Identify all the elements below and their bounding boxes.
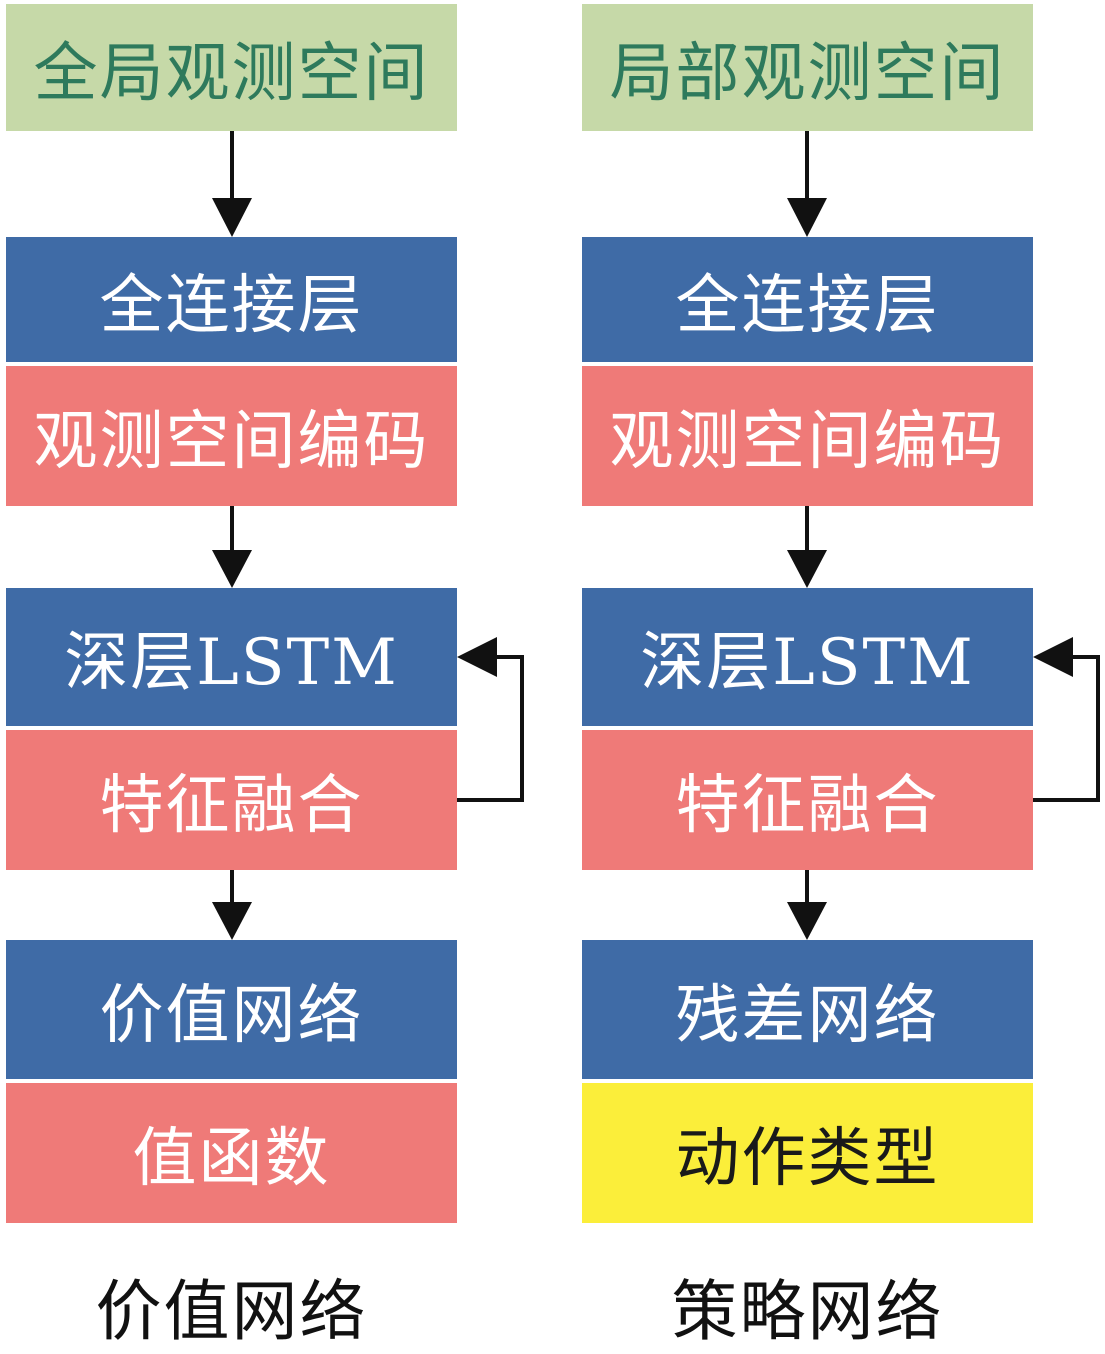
arrowhead-value-head xyxy=(212,902,252,940)
arrowhead-policy-fc xyxy=(787,198,827,237)
policy-encoding-box: 观测空间编码 xyxy=(582,366,1033,506)
arrowhead-policy-head xyxy=(787,902,827,940)
policy-head-label: 残差网络 xyxy=(675,978,940,1053)
policy-fc-box: 全连接层 xyxy=(582,237,1033,362)
value-fusion-label: 特征融合 xyxy=(99,769,364,843)
policy-lstm-box: 深层LSTM xyxy=(582,588,1033,726)
policy-fusion-label: 特征融合 xyxy=(675,769,940,843)
policy-input-label: 局部观测空间 xyxy=(609,36,1006,111)
value-fusion-box: 特征融合 xyxy=(6,730,457,870)
policy-caption-label: 策略网络 xyxy=(671,1273,944,1350)
arrowhead-policy-lstm xyxy=(787,550,827,588)
policy-head-box: 残差网络 xyxy=(582,940,1033,1079)
arrowhead-value-lstm xyxy=(212,550,252,588)
policy-fusion-box: 特征融合 xyxy=(582,730,1033,870)
value-lstm-box: 深层LSTM xyxy=(6,588,457,726)
value-output-box: 值函数 xyxy=(6,1083,457,1223)
policy-fc-label: 全连接层 xyxy=(675,268,940,343)
policy-lstm-label: 深层LSTM xyxy=(640,626,975,700)
arrowhead-value-fc xyxy=(212,198,252,237)
value-encoding-box: 观测空间编码 xyxy=(6,366,457,506)
arrowhead-value-loop xyxy=(457,637,497,677)
policy-encoding-label: 观测空间编码 xyxy=(609,405,1006,479)
value-head-label: 价值网络 xyxy=(99,978,364,1053)
value-network-caption: 价值网络 xyxy=(6,1258,457,1354)
value-input-label: 全局观测空间 xyxy=(33,36,430,111)
arrowhead-policy-loop xyxy=(1033,637,1073,677)
policy-network-caption: 策略网络 xyxy=(582,1258,1033,1354)
policy-input-box: 局部观测空间 xyxy=(582,4,1033,131)
value-head-box: 价值网络 xyxy=(6,940,457,1079)
value-fc-label: 全连接层 xyxy=(99,268,364,343)
value-caption-label: 价值网络 xyxy=(95,1273,368,1350)
value-fc-box: 全连接层 xyxy=(6,237,457,362)
value-lstm-label: 深层LSTM xyxy=(64,626,399,700)
value-output-label: 值函数 xyxy=(132,1122,331,1196)
policy-output-box: 动作类型 xyxy=(582,1083,1033,1223)
value-encoding-label: 观测空间编码 xyxy=(33,405,430,479)
value-input-box: 全局观测空间 xyxy=(6,4,457,131)
policy-output-label: 动作类型 xyxy=(675,1122,940,1196)
loop-value-fusion-to-lstm xyxy=(457,655,524,802)
loop-policy-fusion-to-lstm xyxy=(1033,655,1100,802)
